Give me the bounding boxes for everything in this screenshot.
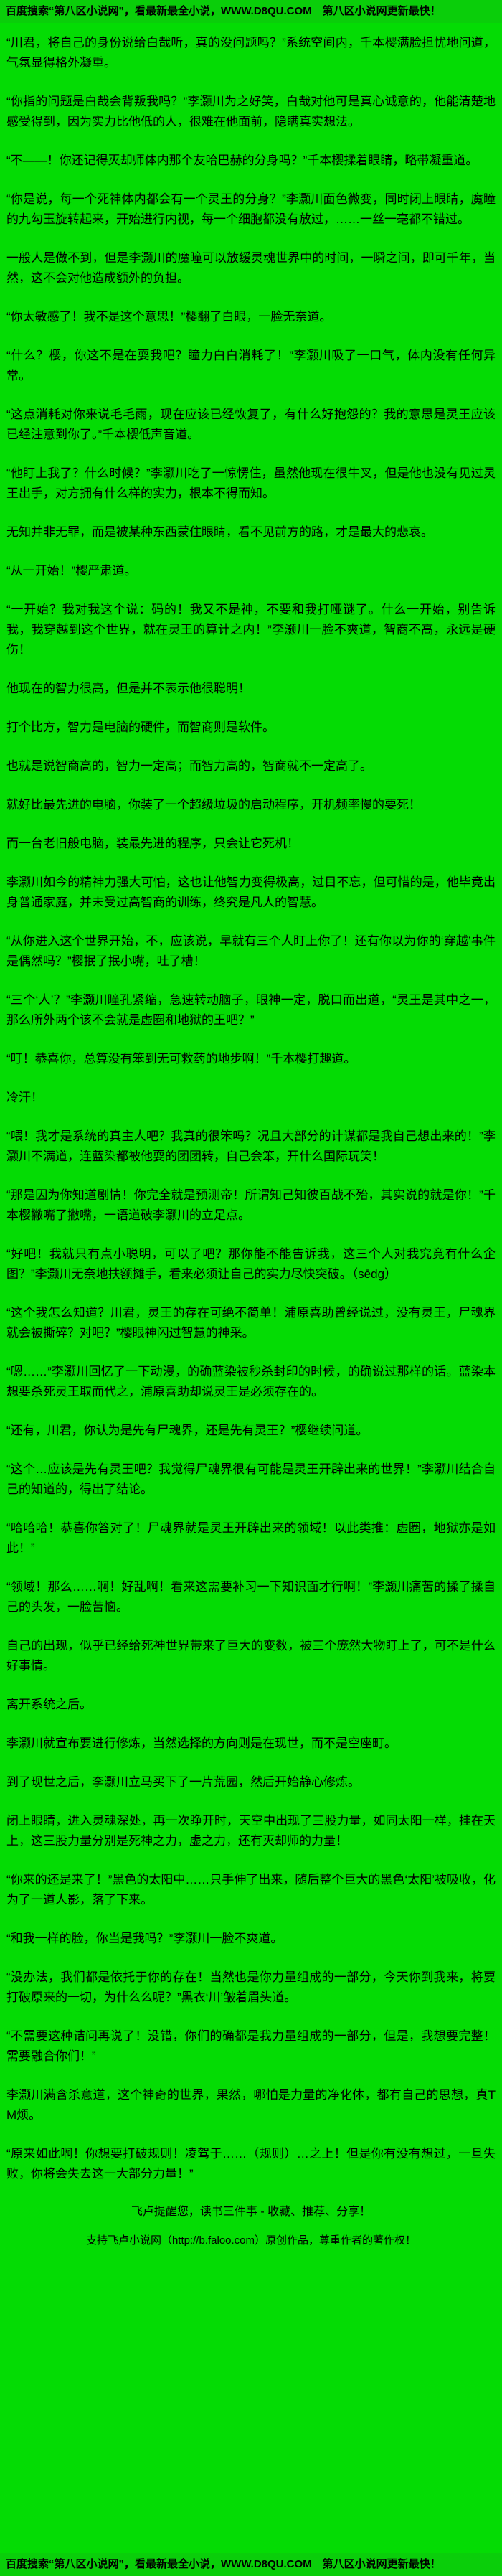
novel-paragraph: “什么？樱，你这不是在耍我吧？瞳力白白消耗了！”李灏川吸了一口气，体内没有任何异… [6,349,496,382]
novel-paragraph: 打个比方，智力是电脑的硬件，而智商则是软件。 [6,720,275,734]
novel-paragraph: 闭上眼睛，进入灵魂深处，再一次睁开时，天空中出现了三股力量，如同太阳一样，挂在天… [6,1814,496,1848]
novel-paragraph: 离开系统之后。 [6,1698,92,1711]
novel-paragraph: “这点消耗对你来说毛毛雨，现在应该已经恢复了，有什么好抱怨的？我的意思是灵王应该… [6,408,496,441]
novel-paragraph: “那是因为你知道剧情！你完全就是预测帝！所谓知己知彼百战不殆，其实说的就是你！”… [6,1188,496,1222]
novel-paragraph: “你指的问题是白哉会背叛我吗？”李灏川为之好笑，白哉对他可是真心诚意的，他能清楚… [6,95,496,128]
novel-paragraph: “嗯……”李灏川回忆了一下动漫，的确蓝染被秒杀封印的时候，的确说过那样的话。蓝染… [6,1365,496,1399]
faloo-support-link[interactable]: 支持飞卢小说网（http://b.faloo.com）原创作品，尊重作者的著作权… [85,2234,417,2247]
novel-paragraph: “和我一样的脸，你当是我吗？”李灏川一脸不爽道。 [6,1932,283,1945]
novel-paragraph: 李灏川就宣布要进行修炼，当然选择的方向则是在现世，而不是空座町。 [6,1736,397,1750]
novel-paragraph: “不——！你还记得灭却师体内那个友哈巴赫的分身吗？”千本樱揉着眼睛，略带凝重道。 [6,154,478,167]
novel-paragraph: 而一台老旧般电脑，装最先进的程序，只会让它死机！ [6,837,299,850]
novel-paragraph: “还有，川君，你认为是先有尸魂界，还是先有灵王？”樱继续问道。 [6,1424,369,1437]
novel-paragraph: “这个我怎么知道？川君，灵王的存在可绝不简单！浦原喜助曾经说过，没有灵王，尸魂界… [6,1306,496,1340]
novel-paragraph: 李灏川满含杀意道，这个神奇的世界，果然，哪怕是力量的净化体，都有自己的思想，真T… [6,2088,496,2122]
novel-paragraph: 就好比最先进的电脑，你装了一个超级垃圾的启动程序，开机频率慢的要死！ [6,798,421,812]
novel-paragraph: 李灏川如今的精神力强大可怕，这也让他智力变得极高，过目不忘，但可惜的是，他毕竟出… [6,875,496,909]
novel-paragraph: “不需要这种诘问再说了！没错，你们的确都是我力量组成的一部分，但是，我想要完整！… [6,2029,496,2063]
novel-paragraph: 无知并非无罪，而是被某种东西蒙住眼睛，看不见前方的路，才是最大的悲哀。 [6,525,433,539]
novel-paragraph: “你是说，每一个死神体内都会有一个灵王的分身？”李灏川面色微变，同时闭上眼睛，魔… [6,192,496,226]
novel-paragraph: “叮！恭喜你，总算没有笨到无可救药的地步啊！”千本樱打趣道。 [6,1052,356,1066]
novel-paragraph: 冷汗！ [6,1091,43,1104]
novel-paragraph: 一般人是做不到，但是李灏川的魔瞳可以放缓灵魂世界中的时间，一瞬之间，即可千年，当… [6,251,496,285]
novel-paragraph: “川君，将自己的身份说给白哉听，真的没问题吗？”系统空间内，千本樱满脸担忧地问道… [6,36,496,70]
novel-paragraph: “领域！那么……啊！好乱啊！看来这需要补习一下知识面才行啊！”李灏川痛苦的揉了揉… [6,1580,496,1614]
novel-paragraph: “哈哈哈！恭喜你答对了！尸魂界就是灵王开辟出来的领域！以此类推：虚圈，地狱亦是如… [6,1521,496,1555]
chapter-content: “川君，将自己的身份说给白哉听，真的没问题吗？”系统空间内，千本樱满脸担忧地问道… [0,23,502,2184]
novel-paragraph: “这个…应该是先有灵王吧？我觉得尸魂界很有可能是灵王开辟出来的世界！”李灏川结合… [6,1462,496,1496]
novel-paragraph: “你太敏感了！我不是这个意思！”樱翻了白眼，一脸无奈道。 [6,310,332,324]
novel-paragraph: “从你进入这个世界开始，不，应该说，早就有三个人盯上你了！还有你以为你的‘穿越’… [6,934,496,968]
novel-paragraph: “三个‘人’？”李灏川瞳孔紧缩，急速转动脑子，眼神一定，脱口而出道，“灵王是其中… [6,993,496,1027]
novel-paragraph: “你来的还是来了！”黑色的太阳中……只手伸了出来，随后整个巨大的黑色‘太阳’被吸… [6,1873,496,1907]
novel-paragraph: “喂！我才是系统的真主人吧？我真的很笨吗？况且大部分的计谋都是我自己想出来的！”… [6,1129,496,1163]
novel-paragraph: “好吧！我就只有点小聪明，可以了吧？那你能不能告诉我，这三个人对我究竟有什么企图… [6,1247,496,1281]
novel-paragraph: “没办法，我们都是依托于你的存在！当然也是你力量组成的一部分，今天你到我来，将要… [6,1970,496,2004]
novel-paragraph: “他盯上我了？什么时候？”李灏川吃了一惊愣住，虽然他现在很牛叉，但是他也没有见过… [6,466,496,500]
novel-paragraph: “原来如此啊！你想要打破规则！凌驾于……（规则）…之上！但是你有没有想过，一旦失… [6,2147,496,2181]
novel-paragraph: “从一开始！”樱严肃道。 [6,564,137,578]
faloo-reminder-text: 飞卢提醒您，读书三件事 - 收藏、推荐、分享！ [131,2206,371,2218]
novel-paragraph: 到了现世之后，李灏川立马买下了一片荒园，然后开始静心修炼。 [6,1775,360,1789]
novel-paragraph: 他现在的智力很高，但是并不表示他很聪明！ [6,682,250,695]
novel-paragraph: 自己的出现，似乎已经给死神世界带来了巨大的变数，被三个庞然大物盯上了，可不是什么… [6,1639,496,1673]
novel-paragraph: “一开始？我对我这个说：码的！我又不是神，不要和我打哑谜了。什么一开始，别告诉我… [6,603,496,657]
site-promo-header: 百度搜索“第八区小说网”，看最新最全小说，WWW.D8QU.COM 第八区小说网… [0,0,502,23]
novel-paragraph: 也就是说智商高的，智力一定高；而智力高的，智商就不一定高了。 [6,759,372,773]
site-promo-footer: 百度搜索“第八区小说网”，看最新最全小说，WWW.D8QU.COM 第八区小说网… [0,2553,502,2576]
